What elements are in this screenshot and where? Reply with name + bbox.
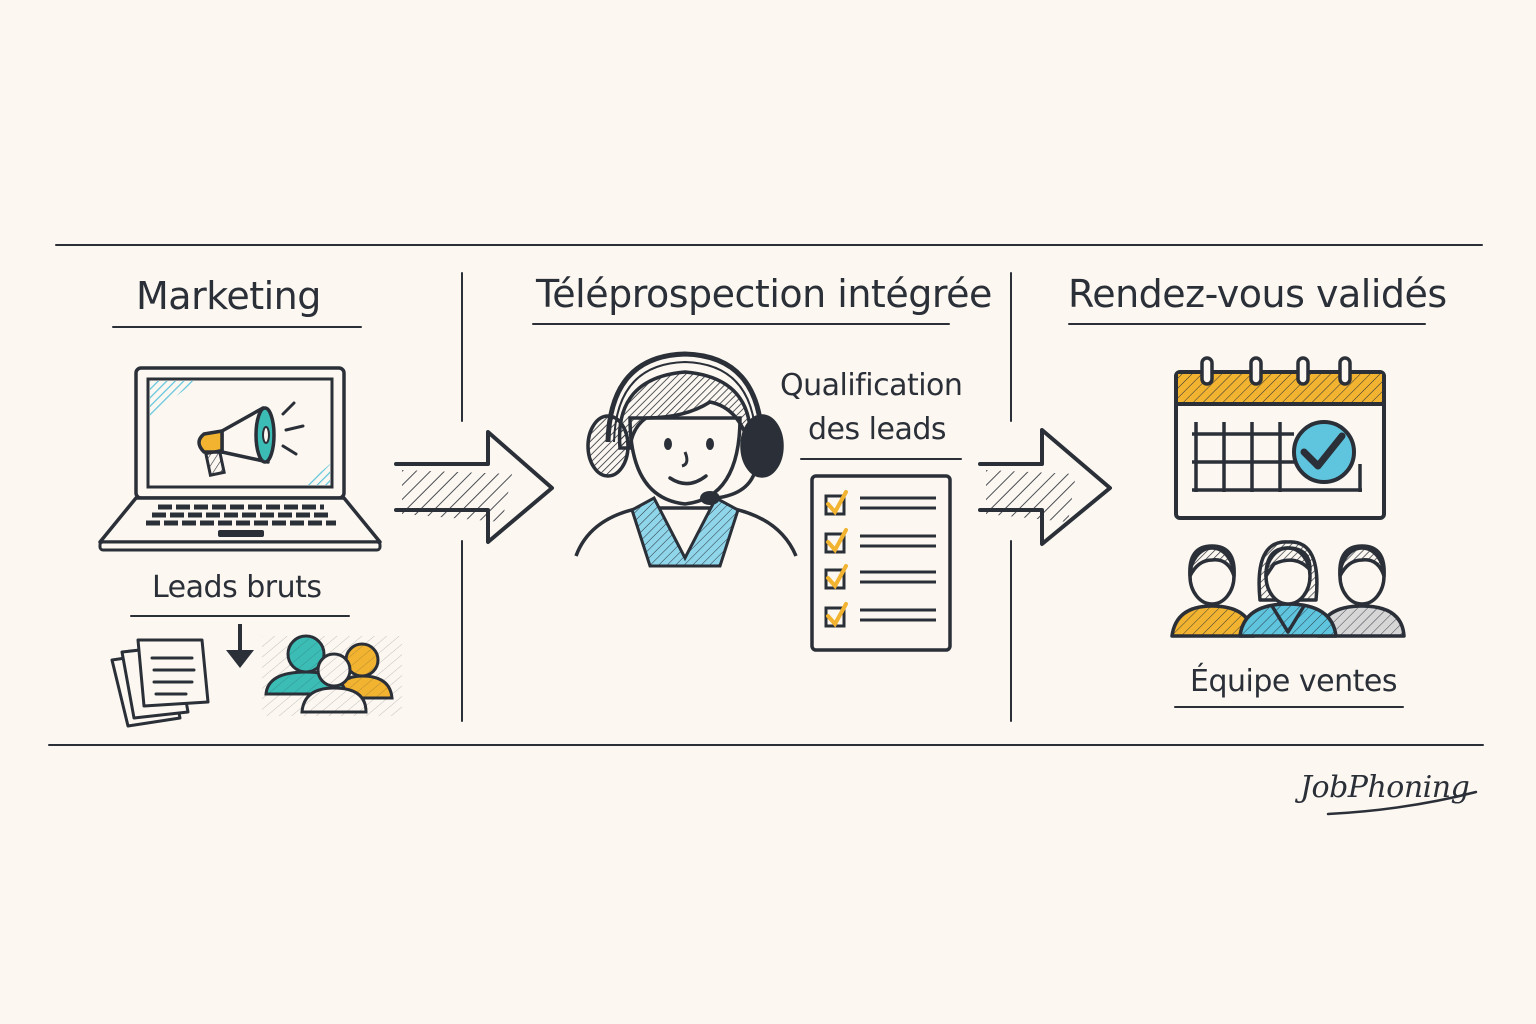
top-border-line xyxy=(55,244,1483,246)
stage-title-rendez-vous: Rendez-vous validés xyxy=(1068,272,1447,316)
divider-line-2 xyxy=(1010,272,1012,422)
stage-title-teleprospection: Téléprospection intégrée xyxy=(536,272,992,316)
arrow-right-icon[interactable] xyxy=(392,424,562,548)
people-group-icon xyxy=(262,634,402,716)
title-underline-tail xyxy=(342,326,362,328)
equipe-ventes-label: Équipe ventes xyxy=(1190,664,1397,699)
divider-line-2b xyxy=(1010,540,1012,722)
title-underline xyxy=(112,326,352,328)
divider-line-1 xyxy=(461,272,463,422)
leads-bruts-label: Leads bruts xyxy=(152,570,322,605)
arrow-right-icon[interactable] xyxy=(976,424,1126,548)
qualification-label-line1: Qualification xyxy=(780,368,963,403)
divider-line-1b xyxy=(461,540,463,722)
stage-marketing: Marketing xyxy=(90,260,430,730)
qualification-underline xyxy=(800,458,962,460)
title-underline xyxy=(532,323,950,325)
title-underline xyxy=(1068,323,1426,325)
equipe-ventes-underline xyxy=(1174,706,1404,708)
checklist-icon xyxy=(810,474,952,652)
qualification-label-line2: des leads xyxy=(808,412,947,447)
documents-stack-icon xyxy=(110,638,210,728)
signature-swash xyxy=(1326,790,1478,816)
leads-bruts-underline xyxy=(130,615,350,617)
calendar-check-icon[interactable] xyxy=(1172,354,1392,522)
stage-title-marketing: Marketing xyxy=(136,274,321,318)
laptop-megaphone-icon xyxy=(98,366,382,552)
bottom-border-line xyxy=(48,744,1484,746)
arrow-down-icon xyxy=(226,624,254,668)
sales-team-icon xyxy=(1170,540,1406,638)
headset-agent-icon[interactable] xyxy=(570,348,800,568)
